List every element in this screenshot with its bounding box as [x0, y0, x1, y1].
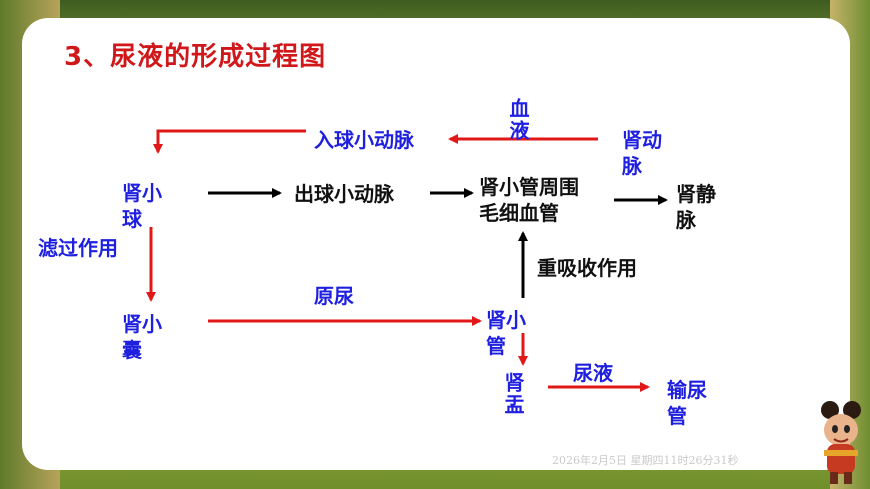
slide-title: 3、尿液的形成过程图 [64, 42, 327, 72]
node-afferent-arteriole: 入球小动脉 [314, 128, 414, 152]
node-glomerulus: 肾小球 [122, 181, 162, 231]
node-bowman-capsule: 肾小囊 [122, 312, 162, 362]
slide-card [22, 18, 850, 470]
node-blood: 血液 [506, 98, 530, 142]
label-filtration: 滤过作用 [38, 236, 118, 260]
node-efferent-arteriole: 出球小动脉 [294, 182, 394, 206]
cartoon-mascot-image [821, 401, 861, 484]
timestamp-watermark: 2026年2月5日 星期四11时26分31秒 [552, 454, 739, 467]
node-ureter: 输尿管 [667, 378, 707, 428]
arrow-afferent-to-glomerulus [153, 129, 306, 154]
node-peritubular-capillary: 肾小管周围毛细血管 [479, 175, 579, 225]
label-primary-urine: 原尿 [314, 284, 354, 308]
label-urine: 尿液 [573, 361, 613, 385]
label-reabsorption: 重吸收作用 [537, 256, 637, 280]
node-renal-tubule: 肾小管 [486, 308, 526, 358]
node-renal-pelvis: 肾盂 [501, 372, 525, 416]
node-renal-artery: 肾动脉 [622, 128, 662, 178]
node-renal-vein: 肾静脉 [676, 182, 716, 232]
